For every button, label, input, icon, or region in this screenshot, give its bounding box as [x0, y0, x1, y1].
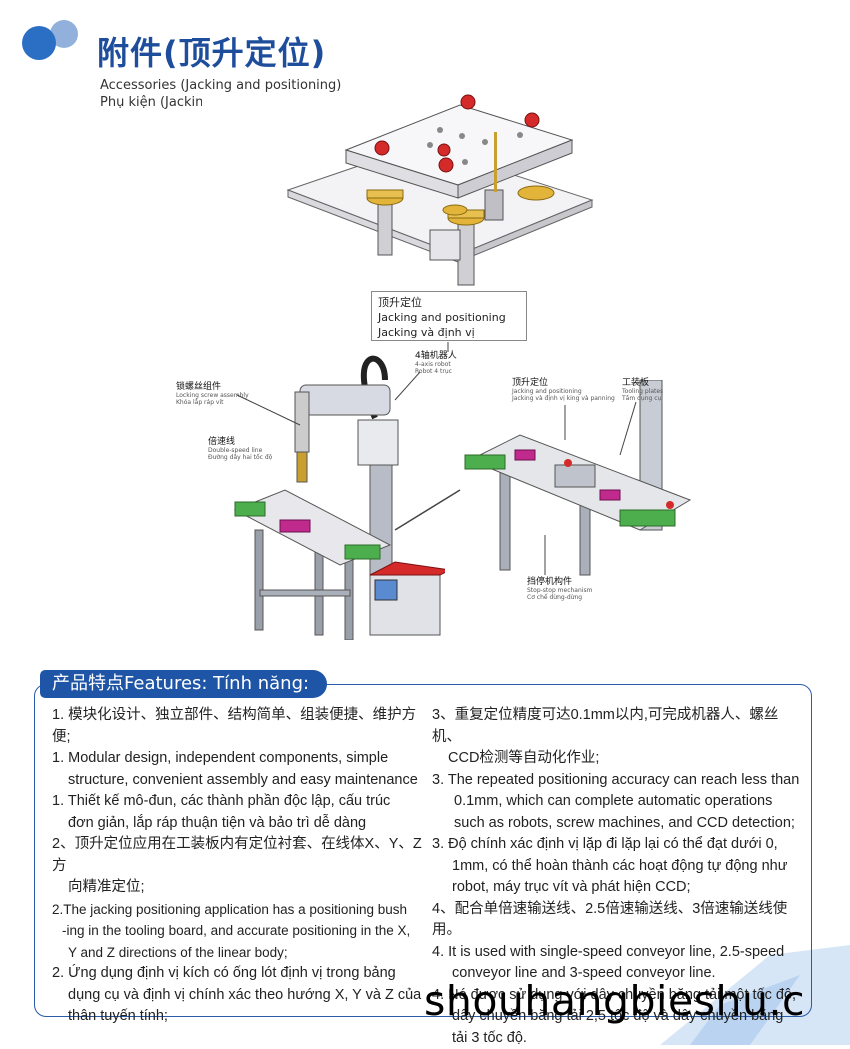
feature-line: -ing in the tooling board, and accurate …: [52, 920, 422, 942]
callout-robot: 4轴机器人 4-axis robot Robot 4 trục: [415, 351, 457, 375]
feature-line: đơn giản, lắp ráp thuận tiện và bảo trì …: [52, 813, 422, 835]
feature-line: 4. It is used with single-speed conveyor…: [432, 942, 807, 964]
feature-line: tải 3 tốc độ.: [432, 1028, 807, 1049]
feature-line: such as robots, screw machines, and CCD …: [432, 813, 807, 835]
callout-stop-mechanism: 挡停机构件 Stop-stop mechanism Cơ chế dừng-dừ…: [527, 577, 592, 601]
watermark-text: shouhangbieshu.c: [424, 977, 805, 1025]
callout-jacking: 顶升定位 Jacking and positioning Jacking và …: [512, 378, 615, 402]
feature-line: dụng cụ và định vị chính xác theo hướng …: [52, 985, 422, 1007]
callout-tooling-plates: 工装板 Tooling plates Tấm dụng cụ: [622, 378, 663, 402]
callout-screw-assembly: 锁螺丝组件 Locking screw assembly Khóa lắp rá…: [176, 382, 249, 406]
feature-line: thân tuyến tính;: [52, 1006, 422, 1028]
feature-line: robot, máy trục vít và phát hiện CCD;: [432, 877, 807, 899]
features-heading: 产品特点Features: Tính năng:: [40, 670, 327, 698]
feature-line: 1. Modular design, independent component…: [52, 748, 422, 770]
feature-line: 2.The jacking positioning application ha…: [52, 899, 422, 921]
feature-line: structure, convenient assembly and easy …: [52, 770, 422, 792]
feature-line: 1. Thiết kế mô-đun, các thành phần độc l…: [52, 791, 422, 813]
feature-line: 0.1mm, which can complete automatic oper…: [432, 791, 807, 813]
feature-line: 向精准定位;: [52, 877, 422, 899]
callout-double-speed: 倍速线 Double-speed line Đường dây hai tốc …: [208, 437, 272, 461]
feature-line: 2、顶升定位应用在工装板内有定位衬套、在线体X、Y、Z方: [52, 834, 422, 877]
feature-line: 3. Độ chính xác định vị lặp đi lặp lại c…: [432, 834, 807, 856]
feature-line: 1mm, có thể hoàn thành các hoạt động tự …: [432, 856, 807, 878]
feature-line: 1. 模块化设计、独立部件、结构简单、组装便捷、维护方便;: [52, 705, 422, 748]
feature-line: 4、配合单倍速输送线、2.5倍速输送线、3倍速输送线使用。: [432, 899, 807, 942]
feature-line: 3. The repeated positioning accuracy can…: [432, 770, 807, 792]
features-left-column: 1. 模块化设计、独立部件、结构简单、组装便捷、维护方便; 1. Modular…: [52, 705, 422, 1028]
feature-line: Y and Z directions of the linear body;: [52, 942, 422, 964]
callout-lines: [0, 0, 850, 680]
feature-line: CCD检测等自动化作业;: [432, 748, 807, 770]
feature-line: 2. Ứng dụng định vị kích có ống lót định…: [52, 963, 422, 985]
feature-line: 3、重复定位精度可达0.1mm以内,可完成机器人、螺丝机、: [432, 705, 807, 748]
